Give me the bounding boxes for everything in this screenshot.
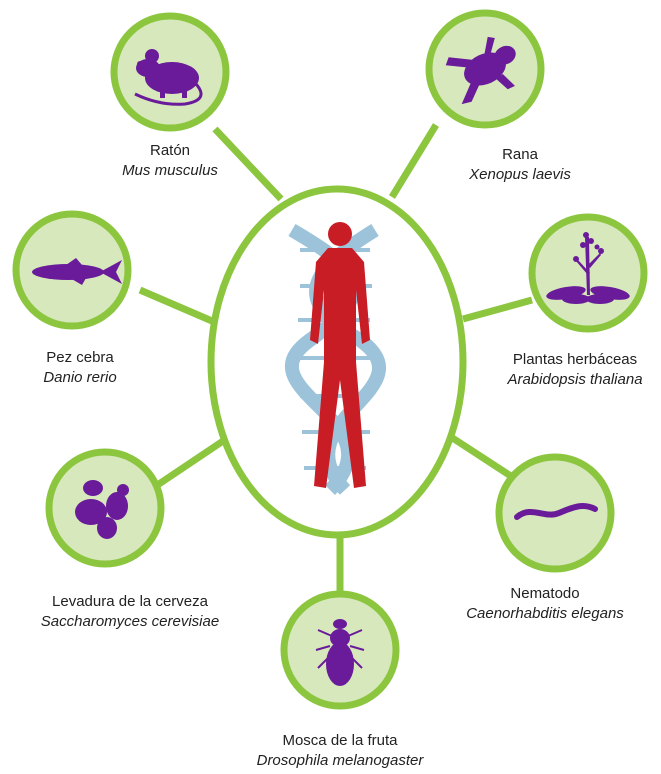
spoke-plant — [463, 300, 532, 319]
node-plant — [532, 217, 644, 329]
scientific-name: Xenopus laevis — [445, 165, 595, 185]
common-name: Nematodo — [445, 584, 645, 604]
scientific-name: Caenorhabditis elegans — [445, 604, 645, 624]
node-zebrafish — [16, 214, 128, 326]
label-mouse: Ratón Mus musculus — [95, 141, 245, 181]
node-nematode — [499, 457, 611, 569]
spoke-yeast — [150, 437, 229, 490]
label-fly: Mosca de la fruta Drosophila melanogaste… — [230, 731, 450, 771]
label-frog: Rana Xenopus laevis — [445, 145, 595, 185]
label-plant: Plantas herbáceas Arabidopsis thaliana — [495, 350, 655, 390]
spoke-frog — [392, 125, 436, 197]
common-name: Plantas herbáceas — [495, 350, 655, 370]
common-name: Pez cebra — [10, 348, 150, 368]
spoke-zebrafish — [140, 290, 212, 321]
node-frog — [429, 13, 541, 125]
common-name: Mosca de la fruta — [230, 731, 450, 751]
center-node — [211, 189, 463, 535]
scientific-name: Arabidopsis thaliana — [495, 370, 655, 390]
scientific-name: Mus musculus — [95, 161, 245, 181]
scientific-name: Drosophila melanogaster — [230, 751, 450, 771]
label-yeast: Levadura de la cerveza Saccharomyces cer… — [25, 592, 235, 632]
common-name: Ratón — [95, 141, 245, 161]
node-mouse — [114, 16, 226, 128]
label-zebrafish: Pez cebra Danio rerio — [10, 348, 150, 388]
node-fly — [284, 594, 396, 706]
scientific-name: Danio rerio — [10, 368, 150, 388]
label-nematode: Nematodo Caenorhabditis elegans — [445, 584, 645, 624]
scientific-name: Saccharomyces cerevisiae — [25, 612, 235, 632]
common-name: Levadura de la cerveza — [25, 592, 235, 612]
common-name: Rana — [445, 145, 595, 165]
node-yeast — [49, 452, 161, 564]
